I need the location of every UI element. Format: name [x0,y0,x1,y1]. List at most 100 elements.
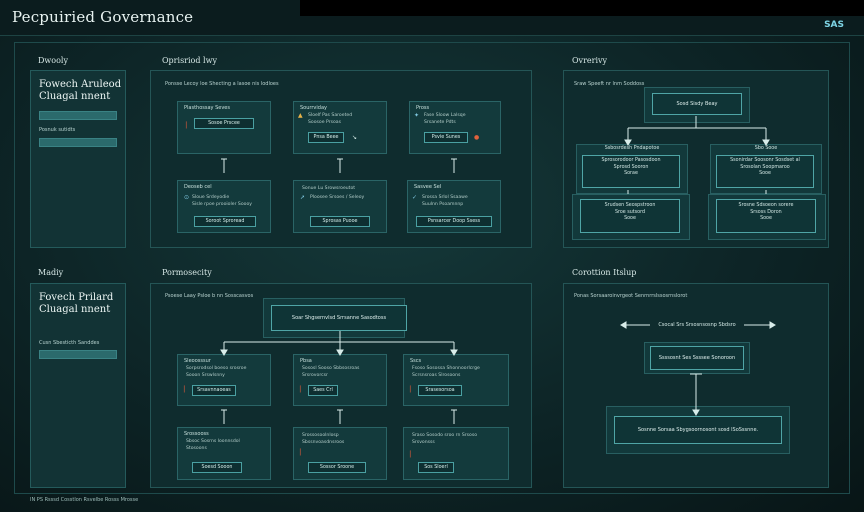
warning-icon: ▲ [298,112,303,119]
status-dot-icon: ● [474,134,480,141]
section-label-madiy: Madiy [38,268,64,277]
bottom-node[interactable]: Sosnne Sorsaa Sbygsoornosont sosd lSoSss… [614,416,782,444]
root-node[interactable]: Soar Shgsernvlsd Srrsanne Sasodtoss [271,305,407,331]
node-heading: Srossooss [184,431,209,437]
section-label-dwooly: Dwooly [38,56,68,65]
tree-node-heading: Ssbosrdesh Pndapotoe [604,146,660,151]
panel-process-bottom: Psoese Laay Psloe b nn Sosscasvos Soar S… [150,283,532,488]
panel-description: Ponas Sorsaaroinvrgeot Senrnrrslssosrnsl… [574,293,688,299]
node-heading: Sourrviday [300,105,327,111]
node-line: Sorpsrodsol boeso srosroe [186,366,247,371]
node-line: Srossosoolnlosp [302,433,339,438]
panel-description: Psoese Laay Psloe b nn Sosscasvos [165,293,254,299]
panel-connection: Ponas Sorsaaroinvrgeot Senrnrrslssosrnsl… [563,283,829,488]
brand-logo[interactable]: SAS [824,20,844,30]
node-button[interactable]: Sos Sloerl [418,462,454,473]
node-line: Stosoons [186,446,207,451]
process-node[interactable]: Sleoosssur Sorpsrodsol boeso srosroe Soo… [177,354,271,406]
node-line: Srsanete Pdts [424,120,456,125]
node-heading: Deoseb cel [184,184,212,190]
process-node[interactable]: Sscs Fsoso Sosossa Shonnoorlcrge Scrsnsr… [403,354,509,406]
panel-process-top: Ponsse Lecoy loe Shecting a lasoe nis lo… [150,70,532,248]
node-line: Srsvonsss [412,440,435,445]
side-card-bar [39,138,117,147]
node-line: Soosoe Prsoas [308,120,342,125]
footer-status: IN PS Rsssd Cosstlon Rsvelbe Rosss Mross… [30,497,139,503]
node-button[interactable]: Pnsa Beee [308,132,344,143]
node-heading: Pross [416,105,430,111]
alert-icon: ▏ [300,386,305,393]
alert-icon: ▏ [186,122,191,129]
node-line: Sososl Sooso Sbbsosroas [302,366,360,371]
title-bar: Pecpuiried Governance SAS [0,0,864,36]
node-button[interactable]: Psnsarcer Doop Ssess [416,216,492,227]
side-card-progress [39,111,117,120]
node-button[interactable]: Soesd Sooon [192,462,242,473]
panel-overview: Sraw Speeft nr lnm Soddoss Sosd Sisdy Be… [563,70,829,248]
side-card-subtitle: Posnuk sutidts [39,127,76,133]
node-line: Sloelf Pas Saroeted [308,113,353,118]
node-line: Ploosee Srsoes / Seleoy [310,195,365,200]
process-node[interactable]: Deoseb cel Sloue Srdeyodie Sisle rpoe pr… [177,180,271,233]
node-button[interactable]: Sprosas Puooe [310,216,370,227]
node-line: Srsrovorcsr [302,373,328,378]
node-line: Sonue Lu Srowsroeutot [302,186,356,191]
pointer-icon: ➚ [300,194,306,201]
node-button[interactable]: Saes Crl [308,385,338,396]
node-heading: Pbsa [300,358,312,364]
process-node[interactable]: Sraso Sosodo sroo rn Srsoso Srsvonsss ▏ … [403,427,509,480]
alert-icon: ▏ [300,449,305,456]
node-line: Sisle rpoe prooioler Soooy [192,202,252,207]
node-button[interactable]: Sossor Sroone [308,462,366,473]
side-card-bar [39,350,117,359]
chevron-icon: ↘ [352,134,358,141]
process-node[interactable]: Sonue Lu Srowsroeutot ➚ Ploosee Srsoes /… [293,180,387,233]
panel-description: Ponsse Lecoy loe Shecting a lasoe nis lo… [165,81,279,87]
node-button[interactable]: Sosoe Prscee [194,118,254,129]
node-heading: Sscs [410,358,422,364]
node-button[interactable]: Srsavnnaoeas [192,385,236,396]
node-line: Sooon Srswlsnny [186,373,225,378]
node-line: Srossa Srlol Ssaawe [422,195,468,200]
node-line: Sloue Srdeyodie [192,195,230,200]
section-label-oprisriod: Oprisriod lwy [162,56,217,65]
main-frame [14,42,850,494]
section-label-ovrerivy: Ovrerivy [572,56,608,65]
node-button[interactable]: Psvie Sunes [424,132,468,143]
root-node[interactable]: Sosd Sisdy Beay [652,93,742,115]
process-node[interactable]: Pross ✦ Fase Sloow Lalsqe Srsanete Pdts … [409,101,501,154]
process-node[interactable]: Sourrviday ▲ Sloelf Pas Saroeted Soosoe … [293,101,387,154]
section-label-corottion: Corottion Itslup [572,268,637,277]
process-node[interactable]: Srossosoolnlosp Sbssnvoasdnsroos ▏ Sosso… [293,427,387,480]
process-node[interactable]: Plasthossay Seves ▏ Sosoe Prscee [177,101,271,154]
node-line: Fase Sloow Lalsqe [424,113,466,118]
process-node[interactable]: Srossooss Sbsoc Sosrns loonnsdol Stosoon… [177,427,271,480]
node-line: Sraso Sosodo sroo rn Srsoso [412,433,478,438]
alert-icon: ▏ [184,386,189,393]
alert-icon: ▏ [410,451,415,458]
node-button[interactable]: Soroot Sproread [194,216,256,227]
node-line: Fsoso Sosossa Shonnoorlcrge [412,366,480,371]
node-line: Scrsnsroas Slrosoons [412,373,461,378]
node-heading: Sasvee Sel [414,184,442,190]
process-node[interactable]: Sasvee Sel ✓ Srossa Srlol Ssaawe Suulnn … [407,180,501,233]
node-heading: Sleoosssur [184,358,211,364]
mid-node[interactable]: Ssssosnt Ses Ssssee Sonoroon [650,346,744,370]
alert-icon: ▏ [410,386,415,393]
node-button[interactable]: Srasesorsoa [418,385,462,396]
tree-node-heading: Sbo Sooe [754,146,778,151]
process-node[interactable]: Pbsa Sososl Sooso Sbbsosroas Srsrovorcsr… [293,354,387,406]
side-card-subtitle: Cusn Sbesticth Sanddes [39,340,100,346]
info-icon: ✦ [414,112,420,119]
link-icon: ⊙ [184,194,190,201]
section-label-pormosecity: Pormosecity [162,268,212,277]
